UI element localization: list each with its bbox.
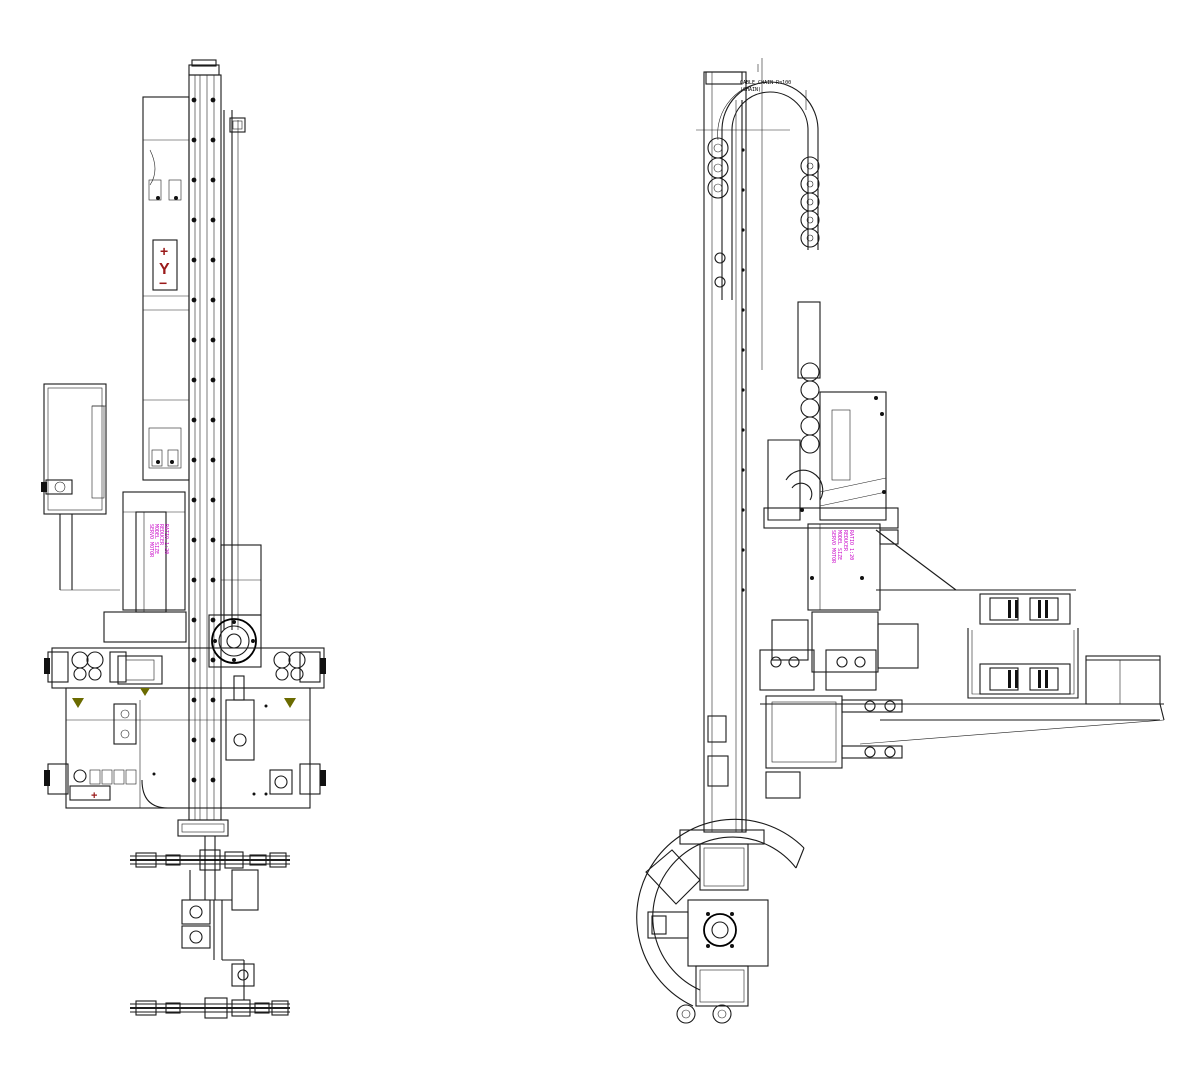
bottom-plus-symbol: +	[91, 790, 97, 802]
upper-carriage	[763, 391, 899, 529]
axis-letter: Y	[159, 261, 170, 278]
motor-note-line-1: SERVO MOTOR	[830, 530, 836, 564]
right-servo-motor: SERVO MOTOR MODEL SIZE REDUCER RATIO 1:2…	[807, 523, 899, 611]
motor-note-line-4: RATIO 1:20	[163, 524, 169, 554]
y-axis-plate: + Y −	[152, 239, 178, 291]
rotary-wrist	[636, 818, 805, 1024]
side-cabinet	[41, 383, 120, 591]
cable-chain-note-2: (CHAIN)	[740, 87, 761, 93]
axis-plus-symbol: +	[160, 243, 168, 259]
motor-note-line-3: REDUCER	[158, 524, 164, 546]
horizontal-arm	[760, 529, 1165, 745]
motor-note-line-3: REDUCER	[842, 530, 848, 552]
cable-chain-note-1: CABLE CHAIN R=100	[740, 80, 791, 86]
rotary-gear	[208, 614, 262, 668]
left-view-front-elevation: + Y − SERVO MOTOR MODEL SIZE REDUCER	[41, 59, 326, 1019]
cylinder-block	[707, 611, 919, 799]
marker-triangle	[72, 698, 84, 708]
axis-minus-symbol: −	[159, 275, 167, 291]
marker-triangle	[140, 688, 150, 696]
column-rack-marks	[741, 148, 745, 592]
motor-note-line-2: MODEL SIZE	[836, 530, 842, 560]
column-bolts	[191, 97, 216, 783]
left-servo-motor: SERVO MOTOR MODEL SIZE REDUCER RATIO 1:2…	[103, 491, 187, 643]
motor-note-line-2: MODEL SIZE	[153, 524, 159, 554]
cable-chain	[707, 81, 821, 454]
marker-triangle	[284, 698, 296, 708]
right-view-side-elevation: CABLE CHAIN R=100 (CHAIN)	[636, 58, 1165, 1024]
motor-note-line-4: RATIO 1:20	[848, 530, 854, 560]
gripper-arm	[130, 836, 290, 1019]
motor-note-line-1: SERVO MOTOR	[148, 524, 154, 558]
carriage-plate: +	[44, 647, 326, 809]
